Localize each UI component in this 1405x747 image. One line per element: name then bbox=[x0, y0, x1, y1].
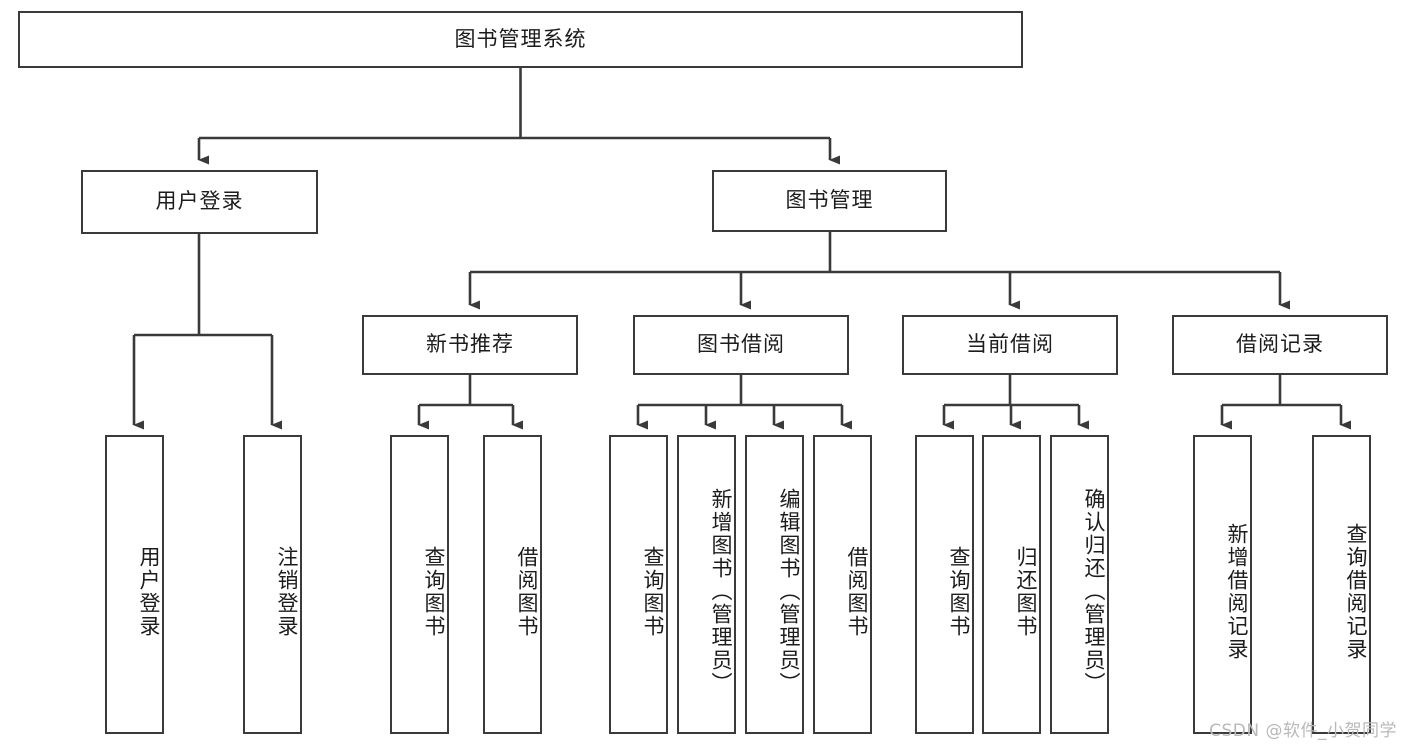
node-query-book-2[interactable]: 查询图书 bbox=[609, 435, 668, 734]
node-borrow-book-2-label: 借阅图书 bbox=[845, 545, 869, 638]
node-add-borrow-record-label: 新增借阅记录 bbox=[1225, 522, 1249, 661]
csdn-watermark: CSDN @软件_小贺同学 bbox=[1209, 721, 1397, 741]
node-user-logout-label: 注销登录 bbox=[275, 545, 299, 638]
node-user-login[interactable]: 用户登录 bbox=[81, 170, 318, 234]
node-book-borrow[interactable]: 图书借阅 bbox=[633, 315, 849, 375]
node-borrow-book-1[interactable]: 借阅图书 bbox=[483, 435, 542, 734]
node-current-borrow-label: 当前借阅 bbox=[966, 332, 1054, 357]
node-current-borrow[interactable]: 当前借阅 bbox=[902, 315, 1118, 375]
node-query-book-2-label: 查询图书 bbox=[641, 545, 665, 638]
node-user-login-do[interactable]: 用户登录 bbox=[105, 435, 164, 734]
node-confirm-return[interactable]: 确认归还（管理员） bbox=[1050, 435, 1109, 734]
node-new-book-rec[interactable]: 新书推荐 bbox=[362, 315, 578, 375]
node-add-borrow-record[interactable]: 新增借阅记录 bbox=[1193, 435, 1252, 734]
node-query-borrow-record-label: 查询借阅记录 bbox=[1344, 522, 1368, 661]
node-query-book-1[interactable]: 查询图书 bbox=[390, 435, 449, 734]
node-user-login-do-label: 用户登录 bbox=[137, 545, 161, 638]
node-add-book[interactable]: 新增图书（管理员） bbox=[677, 435, 736, 734]
node-user-login-label: 用户登录 bbox=[155, 189, 244, 214]
node-root[interactable]: 图书管理系统 bbox=[18, 11, 1023, 68]
node-new-book-rec-label: 新书推荐 bbox=[426, 332, 514, 357]
node-book-borrow-label: 图书借阅 bbox=[697, 332, 785, 357]
node-borrow-book-2[interactable]: 借阅图书 bbox=[813, 435, 872, 734]
node-confirm-return-label: 确认归还（管理员） bbox=[1082, 488, 1106, 695]
node-borrow-record[interactable]: 借阅记录 bbox=[1172, 315, 1388, 375]
node-edit-book[interactable]: 编辑图书（管理员） bbox=[745, 435, 804, 734]
node-borrow-book-1-label: 借阅图书 bbox=[515, 545, 539, 638]
node-root-label: 图书管理系统 bbox=[454, 26, 587, 51]
node-book-manage[interactable]: 图书管理 bbox=[712, 170, 947, 232]
node-book-manage-label: 图书管理 bbox=[785, 188, 874, 213]
node-query-borrow-record[interactable]: 查询借阅记录 bbox=[1312, 435, 1371, 734]
node-query-book-3[interactable]: 查询图书 bbox=[915, 435, 974, 734]
node-add-book-label: 新增图书（管理员） bbox=[709, 488, 733, 695]
node-query-book-1-label: 查询图书 bbox=[422, 545, 446, 638]
node-query-book-3-label: 查询图书 bbox=[947, 545, 971, 638]
node-user-logout[interactable]: 注销登录 bbox=[243, 435, 302, 734]
node-return-book-label: 归还图书 bbox=[1014, 545, 1038, 638]
node-borrow-record-label: 借阅记录 bbox=[1236, 332, 1324, 357]
node-return-book[interactable]: 归还图书 bbox=[982, 435, 1041, 734]
node-edit-book-label: 编辑图书（管理员） bbox=[777, 488, 801, 695]
